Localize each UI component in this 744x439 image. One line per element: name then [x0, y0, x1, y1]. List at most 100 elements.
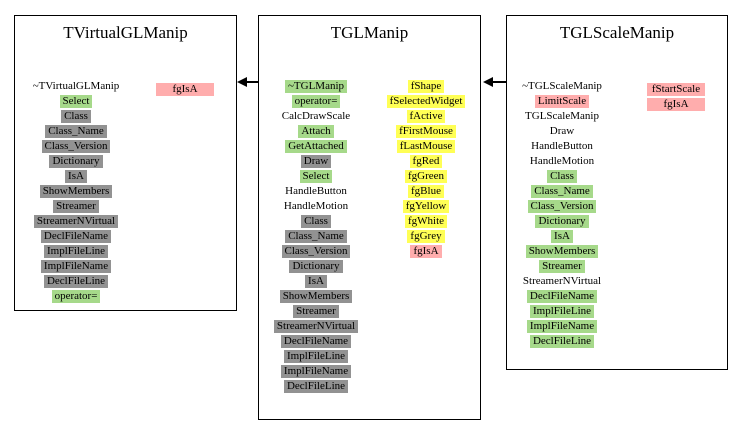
member-row: ~TGLScaleManip — [507, 77, 617, 92]
member-label: ~TGLScaleManip — [522, 80, 602, 92]
member-row: fgYellow — [369, 197, 483, 213]
member-label: Dictionary — [49, 155, 103, 168]
member-row: HandleButton — [507, 137, 617, 152]
member-label: Select — [59, 95, 93, 108]
member-row: ImplFileName — [15, 257, 137, 273]
member-label: IsA — [65, 170, 87, 183]
member-row: fLastMouse — [369, 137, 483, 153]
member-row: DeclFileName — [507, 287, 617, 303]
member-row: fActive — [369, 107, 483, 123]
member-row: operator= — [259, 92, 373, 108]
member-label: DeclFileLine — [283, 380, 349, 393]
member-label: ShowMembers — [279, 290, 353, 303]
member-label: ImplFileName — [40, 260, 112, 273]
member-row: Class — [15, 107, 137, 123]
member-row: Class_Version — [15, 137, 137, 153]
member-label: CalcDrawScale — [281, 110, 351, 122]
member-row: Streamer — [15, 197, 137, 213]
member-row: DeclFileLine — [15, 272, 137, 288]
member-label: Class_Name — [45, 125, 107, 138]
member-row: StreamerNVirtual — [507, 272, 617, 287]
static-member-list-tvirtualglmanip: fgIsA — [145, 80, 225, 96]
member-label: fFirstMouse — [396, 125, 456, 138]
member-label: Dictionary — [535, 215, 589, 228]
member-row: DeclFileLine — [259, 377, 373, 393]
member-row: Class_Name — [259, 227, 373, 243]
member-label: Class_Version — [281, 245, 351, 258]
member-row: fgBlue — [369, 182, 483, 198]
member-row: DeclFileName — [15, 227, 137, 243]
member-row: fgGreen — [369, 167, 483, 183]
member-label: Class_Name — [531, 185, 593, 198]
member-label: StreamerNVirtual — [33, 215, 119, 228]
member-row: fgIsA — [369, 242, 483, 258]
member-label: Class — [547, 170, 577, 183]
member-row: fShape — [369, 77, 483, 93]
member-label: fgRed — [409, 155, 443, 168]
class-title-tglmanip: TGLManip — [330, 23, 409, 42]
member-label: Streamer — [539, 260, 585, 273]
member-row: TGLScaleManip — [507, 107, 617, 122]
arrow-line — [246, 81, 258, 83]
member-label: HandleButton — [285, 185, 347, 197]
member-label: DeclFileLine — [529, 335, 595, 348]
member-label: Dictionary — [289, 260, 343, 273]
member-row: HandleButton — [259, 182, 373, 197]
member-label: ShowMembers — [39, 185, 113, 198]
member-label: IsA — [551, 230, 573, 243]
member-row: ImplFileName — [507, 317, 617, 333]
member-row: Class_Version — [507, 197, 617, 213]
member-row: ImplFileLine — [15, 242, 137, 258]
member-row: ImplFileLine — [259, 347, 373, 363]
member-label: IsA — [305, 275, 327, 288]
member-row: Class_Name — [507, 182, 617, 198]
member-label: HandleMotion — [529, 155, 595, 167]
member-label: Draw — [300, 155, 332, 168]
member-label: Attach — [298, 125, 334, 138]
member-row: ShowMembers — [259, 287, 373, 303]
member-row: CalcDrawScale — [259, 107, 373, 122]
member-label: LimitScale — [534, 95, 590, 108]
member-row: DeclFileName — [259, 332, 373, 348]
member-row: DeclFileLine — [507, 332, 617, 348]
member-label: ImplFileLine — [43, 245, 109, 258]
member-label: operator= — [291, 95, 341, 108]
member-row: HandleMotion — [259, 197, 373, 212]
member-label: fSelectedWidget — [386, 95, 466, 108]
member-label: fgYellow — [402, 200, 450, 213]
member-row: ImplFileLine — [507, 302, 617, 318]
member-row: fgIsA — [621, 95, 731, 111]
member-row: ShowMembers — [507, 242, 617, 258]
member-label: Streamer — [53, 200, 99, 213]
member-label: ImplFileLine — [283, 350, 349, 363]
member-label: operator= — [51, 290, 101, 303]
member-label: Class_Version — [41, 140, 111, 153]
member-label: Class_Version — [527, 200, 597, 213]
member-label: fLastMouse — [396, 140, 456, 153]
member-row: LimitScale — [507, 92, 617, 108]
member-label: TGLScaleManip — [525, 110, 599, 122]
member-label: StreamerNVirtual — [522, 275, 602, 287]
arrow-head-icon — [237, 77, 247, 87]
member-row: Select — [15, 92, 137, 108]
member-label: DeclFileLine — [43, 275, 109, 288]
member-row: IsA — [507, 227, 617, 243]
arrow-head-icon — [483, 77, 493, 87]
member-label: StreamerNVirtual — [273, 320, 359, 333]
member-label: fgGrey — [407, 230, 445, 243]
member-row: IsA — [259, 272, 373, 288]
member-label: ~TGLManip — [284, 80, 348, 93]
member-row: Streamer — [259, 302, 373, 318]
member-row: Class_Version — [259, 242, 373, 258]
member-row: Streamer — [507, 257, 617, 273]
member-row: fSelectedWidget — [369, 92, 483, 108]
member-row: IsA — [15, 167, 137, 183]
member-row: GetAttached — [259, 137, 373, 153]
